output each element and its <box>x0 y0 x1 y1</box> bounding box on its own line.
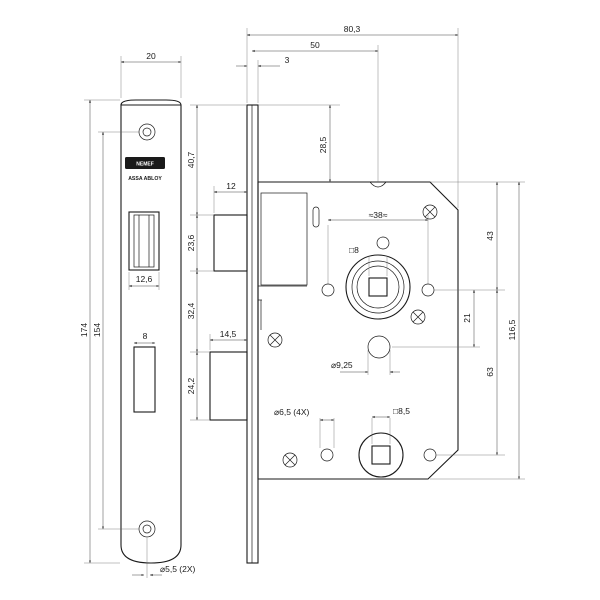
latch-opening <box>128 211 160 271</box>
brand-line: ASSA ABLOY <box>128 176 162 182</box>
lower-follower <box>358 432 404 478</box>
rivet <box>410 309 426 325</box>
rivet <box>282 452 298 468</box>
lock-body <box>209 104 459 564</box>
dim-overall-width: 80,3 <box>344 24 361 34</box>
dim-face-screws: ⌀5,5 (2X) <box>160 564 196 574</box>
dim-latch-to-bolt: 32,4 <box>186 302 196 319</box>
dim-faceplate-length: 174 <box>79 323 89 337</box>
bottom-screw-hole <box>138 520 156 538</box>
mount-hole <box>421 283 435 297</box>
body-dimensions: 80,3 50 3 28,5 40,7 12 23,6 32,4 14,5 <box>186 24 525 480</box>
dim-spindle-square: □8 <box>349 245 359 255</box>
dim-offset-3: 3 <box>285 55 290 65</box>
dim-latch-height: 23,6 <box>186 234 196 251</box>
dim-mount-holes: ⌀6,5 (4X) <box>274 407 310 417</box>
dim-backset: 50 <box>310 40 320 50</box>
follower <box>345 254 411 320</box>
rivet <box>267 332 283 348</box>
rivet <box>422 204 438 220</box>
dim-bolt-hole-dia: ⌀9,25 <box>331 360 353 370</box>
dim-spindle-to-lower: 63 <box>485 367 495 377</box>
dim-screw-centres: 154 <box>92 323 102 337</box>
dim-top-to-latch: 40,7 <box>186 151 196 168</box>
dim-bolt-height: 24,2 <box>186 377 196 394</box>
latch-bolt <box>213 214 248 272</box>
dim-latch-hole-width: 12,6 <box>136 274 153 284</box>
faceplate: NEMEF ASSA ABLOY <box>120 99 182 564</box>
bolt-opening <box>133 346 156 413</box>
dim-spindle-to-bolt-hole: 21 <box>462 313 472 323</box>
dim-follower-centres: ≈38≈ <box>369 210 388 220</box>
forend-plate <box>246 104 259 564</box>
dim-latch-width: 12 <box>226 181 236 191</box>
mount-hole <box>320 448 334 462</box>
dim-faceplate-width: 20 <box>146 51 156 61</box>
spindle-square <box>368 277 388 297</box>
mount-hole <box>423 448 437 462</box>
dim-lower-square: □8,5 <box>393 406 410 416</box>
brand-badge: NEMEF <box>125 157 165 169</box>
faceplate-dimensions: 20 174 154 12,6 8 ⌀5,5 (2X) <box>79 51 196 578</box>
dead-bolt <box>209 351 248 421</box>
dim-bolt-width: 14,5 <box>220 329 237 339</box>
top-screw-hole <box>138 123 156 141</box>
dim-case-height-total: 116,5 <box>507 319 517 340</box>
brand-badge-text: NEMEF <box>136 162 154 168</box>
dim-top-to-case: 28,5 <box>318 136 328 153</box>
dim-bolt-hole-width: 8 <box>143 331 148 341</box>
mount-hole <box>321 283 335 297</box>
dim-case-height-right: 43 <box>485 231 495 241</box>
bolt-hole <box>367 335 391 359</box>
